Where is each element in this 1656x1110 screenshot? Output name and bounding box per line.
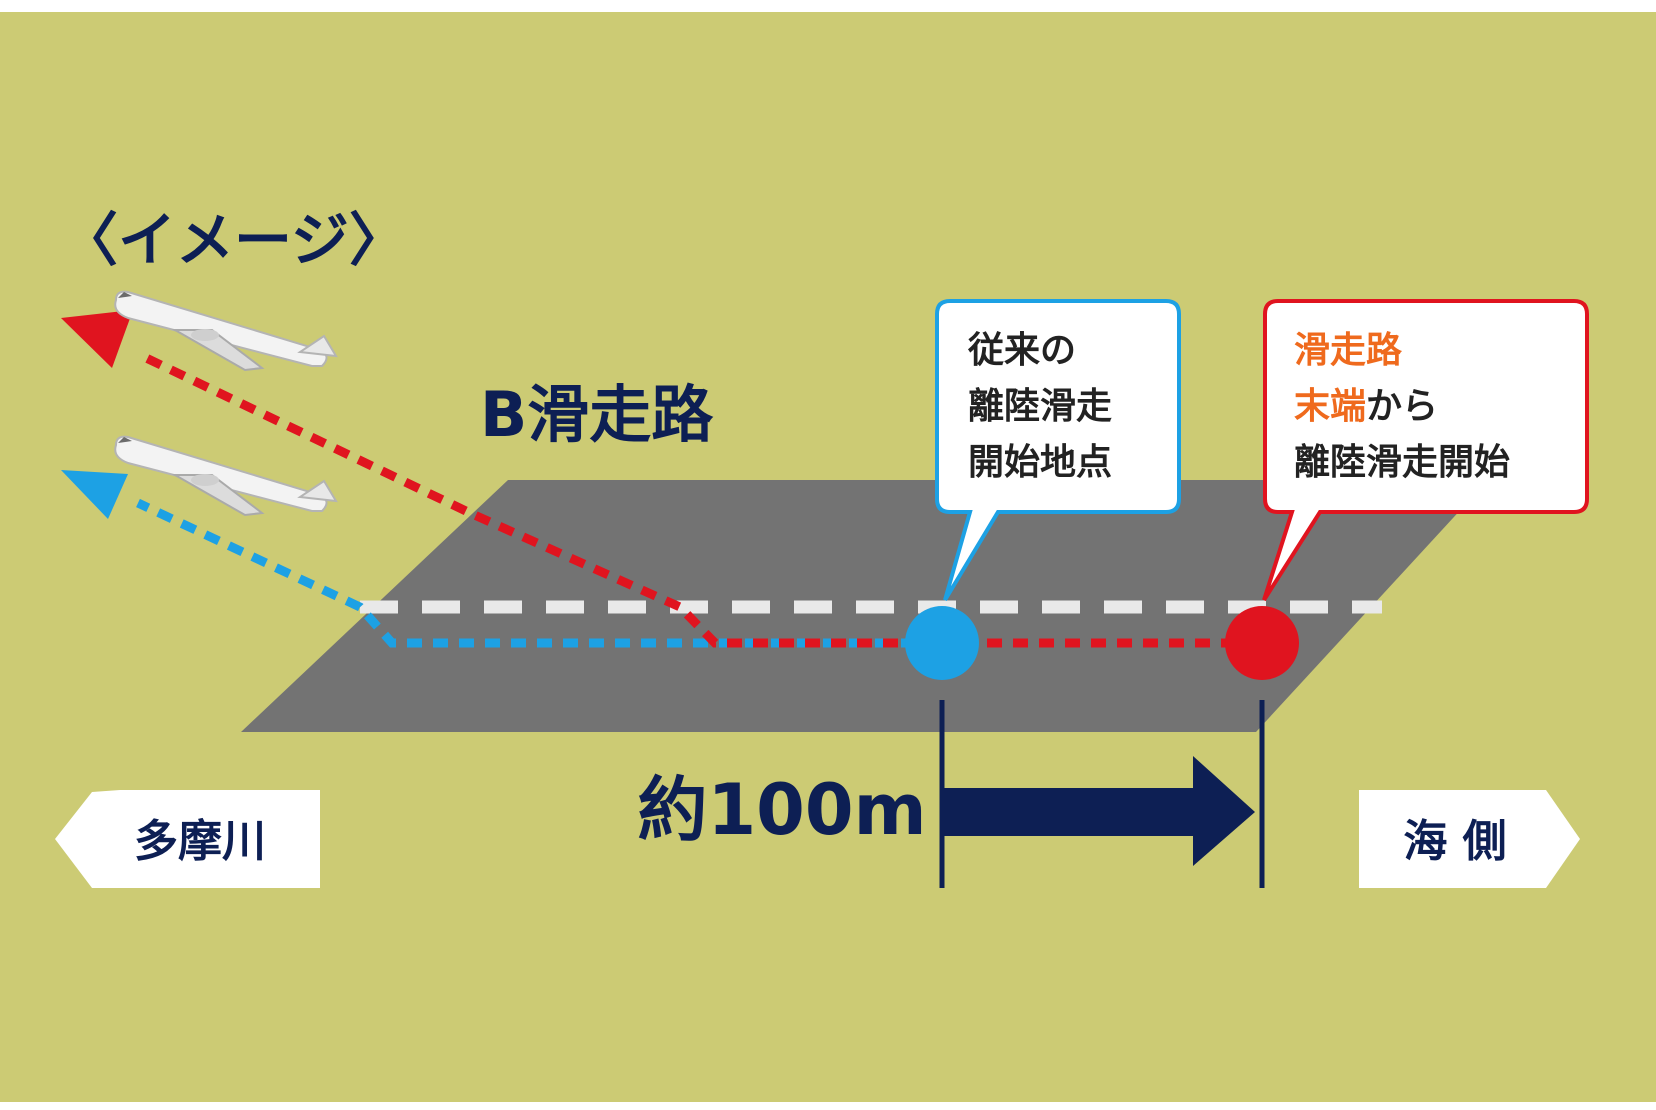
tamagawa-direction-badge: 多摩川 — [55, 790, 320, 888]
seaside-label: 海 側 — [1403, 816, 1506, 867]
conventional-start-marker — [905, 606, 979, 680]
new-callout-highlight: 末端 — [1294, 386, 1366, 427]
tamagawa-label: 多摩川 — [134, 816, 266, 867]
page-title: 〈イメージ〉 — [60, 206, 407, 274]
new-takeoff-path — [61, 310, 1262, 648]
conventional-callout-line-1: 従来の — [967, 330, 1076, 371]
conventional-callout: 従来の 離陸滑走 開始地点 — [935, 299, 1181, 602]
seaside-direction-badge: 海 側 — [1359, 790, 1580, 888]
conventional-callout-line-2: 離陸滑走 — [968, 386, 1112, 427]
conventional-callout-line-3: 開始地点 — [968, 442, 1112, 483]
runway-label: B滑走路 — [480, 378, 714, 451]
red-arrow-head — [61, 310, 133, 368]
distance-label: 約100m — [637, 769, 926, 851]
new-callout: 滑走路 末端から 離陸滑走開始 — [1262, 299, 1589, 602]
distance-arrow — [944, 756, 1255, 866]
blue-arrow-head — [61, 470, 128, 519]
new-start-marker — [1225, 606, 1299, 680]
airplane-icon — [114, 290, 338, 372]
conventional-takeoff-path — [61, 470, 942, 648]
airplane-icon — [114, 435, 338, 517]
new-callout-line-1: 滑走路 — [1294, 330, 1403, 371]
new-callout-line-3: 離陸滑走開始 — [1294, 442, 1510, 483]
new-callout-line-2-rest: から — [1366, 386, 1438, 427]
new-callout-line-2: 末端から — [1294, 386, 1438, 427]
